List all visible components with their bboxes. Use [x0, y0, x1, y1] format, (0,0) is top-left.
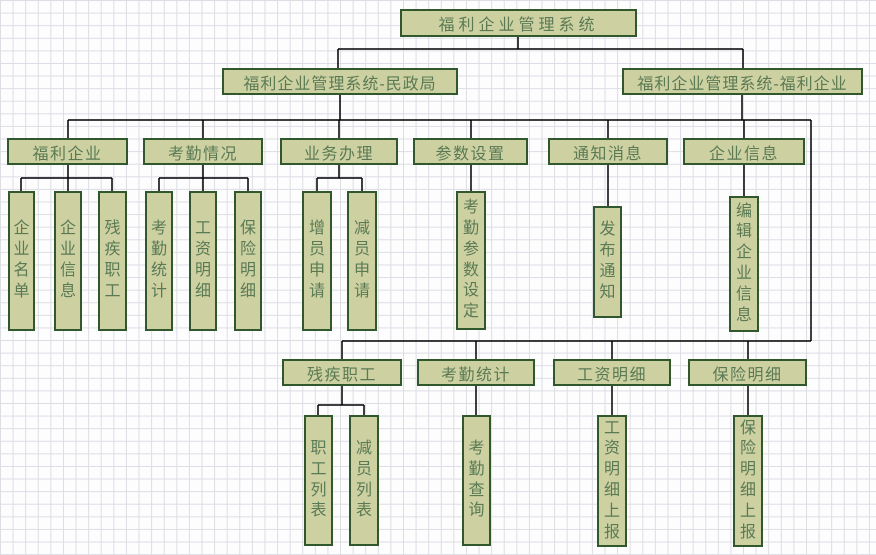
node-system-civil-affairs-bureau: 福利企业管理系统-民政局 [222, 68, 458, 95]
node-attendance-parameter-setting: 考勤参数设定 [456, 191, 486, 330]
node-add-staff-request: 增员申请 [302, 191, 332, 331]
node-publish-notice: 发布通知 [593, 206, 622, 318]
node-salary-detail-leaf: 工资明细 [189, 191, 217, 331]
node-remove-staff-request: 减员申请 [347, 191, 377, 331]
node-salary-detail-report: 工资明细上报 [597, 415, 627, 547]
node-attendance-statistics-leaf: 考勤统计 [145, 191, 173, 331]
node-staff-list: 职工列表 [304, 415, 333, 546]
node-edit-enterprise-info: 编辑企业信息 [729, 196, 759, 332]
node-business-handling: 业务办理 [280, 138, 398, 165]
node-attendance-status: 考勤情况 [143, 138, 263, 165]
node-notification-messages: 通知消息 [548, 138, 668, 165]
node-welfare-enterprise-management-system: 福利企业管理系统 [400, 9, 637, 37]
node-attendance-statistics: 考勤统计 [417, 359, 535, 386]
node-removed-staff-list: 减员列表 [349, 415, 379, 546]
node-insurance-detail-report: 保险明细上报 [733, 415, 763, 547]
node-insurance-detail: 保险明细 [688, 359, 807, 386]
node-parameter-settings: 参数设置 [413, 138, 528, 165]
node-attendance-query: 考勤查询 [462, 415, 491, 546]
node-insurance-detail-leaf: 保险明细 [234, 191, 262, 331]
node-disabled-workers-leaf: 残疾职工 [98, 191, 127, 331]
node-salary-detail: 工资明细 [553, 359, 671, 386]
node-welfare-enterprise: 福利企业 [7, 138, 128, 165]
node-enterprise-info: 企业信息 [683, 138, 805, 165]
node-enterprise-list: 企业名单 [8, 191, 35, 331]
node-enterprise-info-leaf: 企业信息 [54, 191, 82, 331]
node-disabled-workers: 残疾职工 [282, 359, 402, 386]
node-system-welfare-enterprise: 福利企业管理系统-福利企业 [622, 68, 863, 95]
